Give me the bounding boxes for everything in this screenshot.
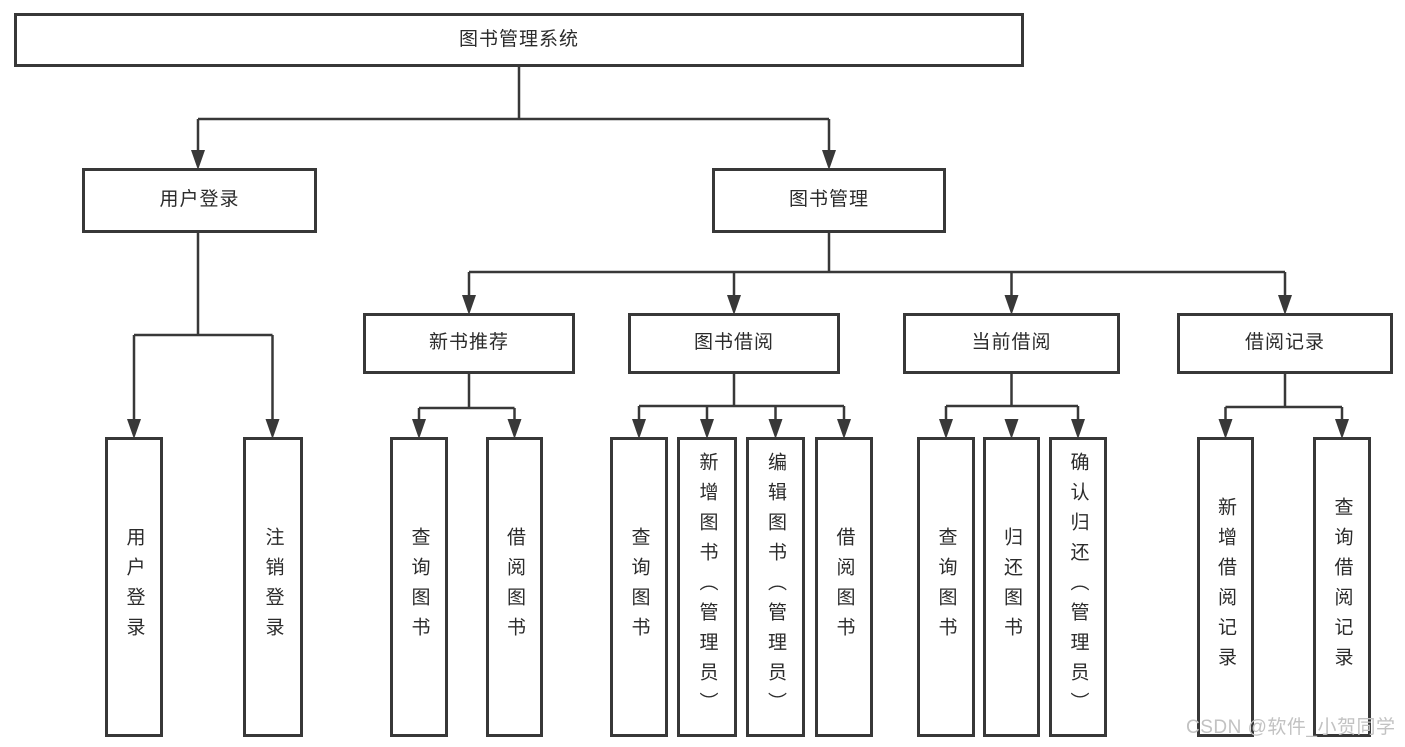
leaf-query-books-borrow: 查询图书 — [610, 437, 668, 737]
arrow-down-icon — [1335, 419, 1349, 439]
leaf-return-book: 归还图书 — [983, 437, 1040, 737]
leaf-borrow-books: 借阅图书 — [815, 437, 873, 737]
node-label: 查询图书 — [408, 527, 430, 647]
arrow-down-icon — [837, 419, 851, 439]
arrow-down-icon — [462, 295, 476, 315]
node-label: 当前借阅 — [971, 332, 1052, 354]
node-borrow-records: 借阅记录 — [1177, 313, 1393, 374]
node-label: 新书推荐 — [428, 332, 509, 354]
leaf-add-borrow-record: 新增借阅记录 — [1197, 437, 1254, 737]
node-book-management: 图书管理 — [712, 168, 946, 233]
leaf-logout: 注销登录 — [243, 437, 303, 737]
node-label: 归还图书 — [1001, 527, 1022, 647]
node-label: 注销登录 — [262, 527, 284, 647]
node-label: 图书借阅 — [693, 332, 774, 354]
node-current-borrow: 当前借阅 — [903, 313, 1120, 374]
node-book-borrow: 图书借阅 — [628, 313, 840, 374]
arrow-down-icon — [1004, 419, 1019, 439]
arrowhead-icons — [127, 150, 1349, 439]
node-label: 用户登录 — [159, 189, 240, 211]
node-root: 图书管理系统 — [14, 13, 1024, 67]
arrow-down-icon — [127, 419, 141, 439]
node-label: 确认归还（管理员） — [1067, 452, 1089, 722]
node-label: 查询图书 — [935, 527, 957, 647]
arrow-down-icon — [768, 419, 783, 439]
csdn-watermark: CSDN @软件_小贺同学 — [1186, 717, 1396, 738]
node-new-book-recommend: 新书推荐 — [363, 313, 575, 374]
leaf-confirm-return-admin: 确认归还（管理员） — [1049, 437, 1107, 737]
node-label: 编辑图书（管理员） — [765, 452, 786, 722]
node-label: 图书管理 — [788, 189, 869, 211]
node-label: 借阅图书 — [504, 527, 525, 647]
leaf-query-books-current: 查询图书 — [917, 437, 975, 737]
node-label: 用户登录 — [123, 527, 145, 647]
leaf-borrow-books-recommend: 借阅图书 — [486, 437, 543, 737]
node-label: 查询借阅记录 — [1331, 497, 1353, 677]
node-label: 借阅记录 — [1244, 332, 1325, 354]
arrow-down-icon — [191, 150, 205, 170]
node-user-login: 用户登录 — [82, 168, 317, 233]
arrow-down-icon — [1004, 295, 1019, 315]
arrow-down-icon — [700, 419, 714, 439]
arrow-down-icon — [1071, 419, 1085, 439]
arrow-down-icon — [507, 419, 522, 439]
node-label: 新增图书（管理员） — [696, 452, 718, 722]
arrow-down-icon — [1218, 419, 1233, 439]
arrow-down-icon — [412, 419, 426, 439]
arrow-down-icon — [1278, 295, 1292, 315]
arrow-down-icon — [632, 419, 646, 439]
node-label: 新增借阅记录 — [1215, 497, 1236, 677]
tree-edges — [132, 67, 1344, 421]
leaf-user-login: 用户登录 — [105, 437, 163, 737]
arrow-down-icon — [727, 295, 741, 315]
leaf-add-book-admin: 新增图书（管理员） — [677, 437, 737, 737]
leaf-query-books-recommend: 查询图书 — [390, 437, 448, 737]
arrow-down-icon — [939, 419, 953, 439]
node-label: 图书管理系统 — [458, 28, 579, 50]
leaf-edit-book-admin: 编辑图书（管理员） — [746, 437, 805, 737]
node-label: 借阅图书 — [833, 527, 855, 647]
node-label: 查询图书 — [628, 527, 650, 647]
leaf-query-borrow-record: 查询借阅记录 — [1313, 437, 1371, 737]
arrow-down-icon — [822, 150, 836, 170]
arrow-down-icon — [265, 419, 280, 439]
